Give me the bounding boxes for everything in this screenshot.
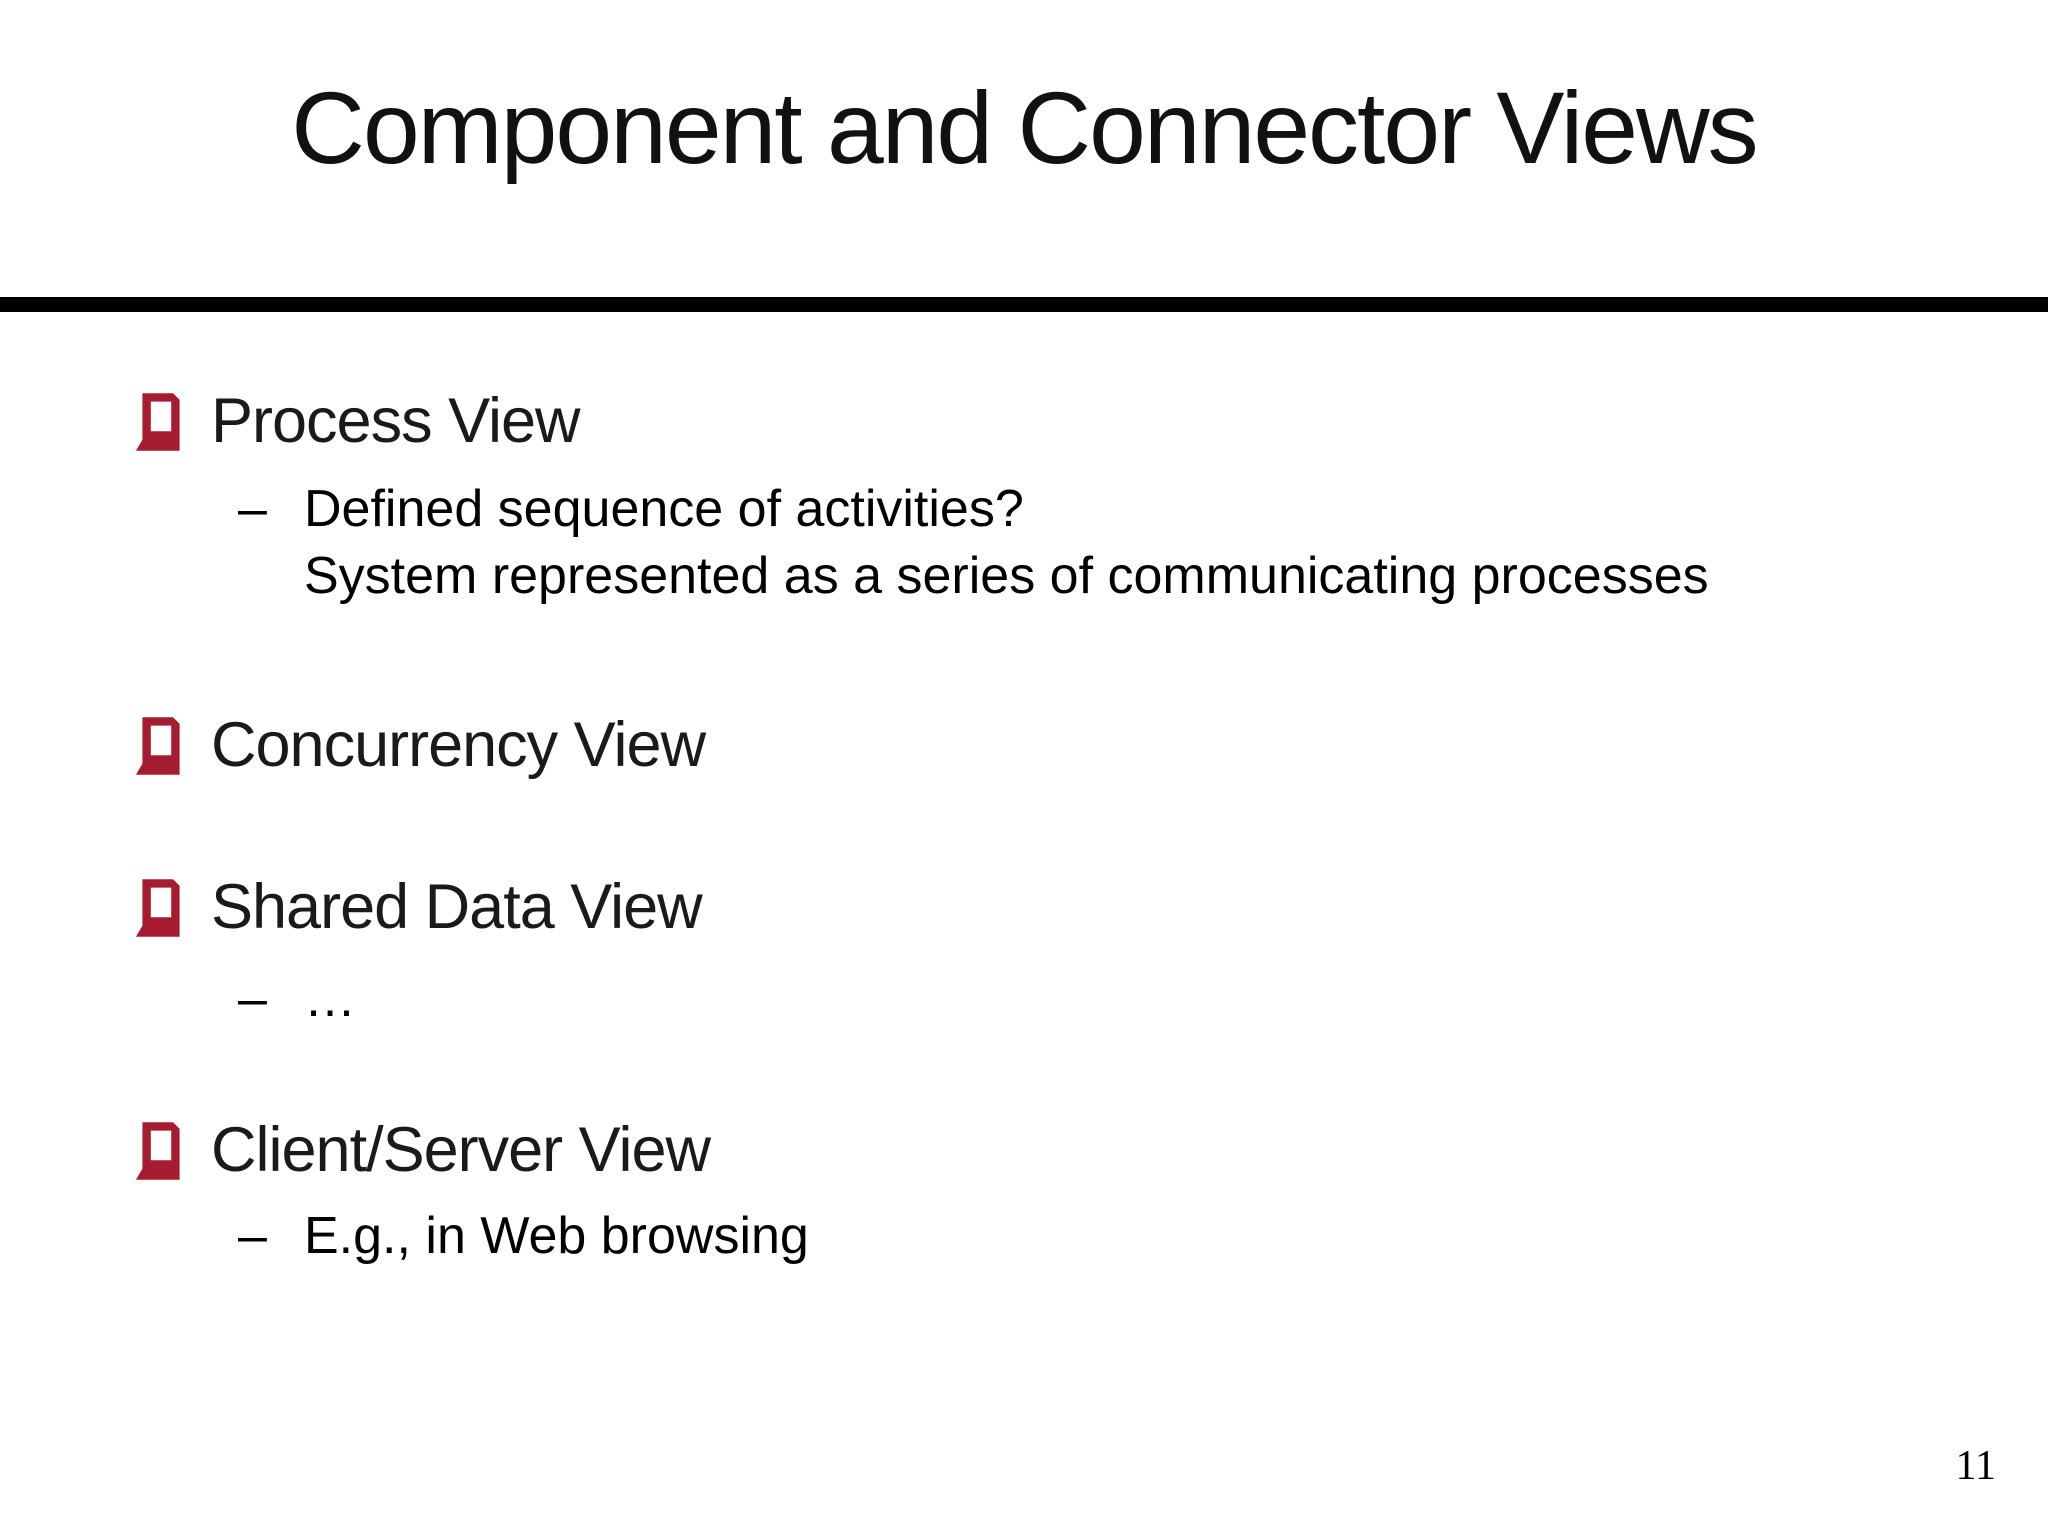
bullet-list: Process View – Defined sequence of activ… xyxy=(135,372,1998,1270)
sub-bullet-line: E.g., in Web browsing xyxy=(304,1207,809,1265)
shadowed-square-icon xyxy=(135,717,180,775)
bullet-item-client-server-view: Client/Server View xyxy=(135,1115,1998,1185)
bullet-label: Client/Server View xyxy=(211,1115,711,1185)
sub-bullet: – E.g., in Web browsing xyxy=(135,1203,1998,1270)
page-number: 11 xyxy=(1955,1443,1996,1489)
bullet-item-shared-data-view: Shared Data View xyxy=(135,872,1998,942)
shadowed-square-icon xyxy=(135,879,180,937)
page-title: Component and Connector Views xyxy=(291,71,1758,185)
bullet-label: Process View xyxy=(211,386,580,456)
sub-bullet-text: E.g., in Web browsing xyxy=(304,1203,809,1270)
shadowed-square-icon xyxy=(135,393,180,451)
dash-marker: – xyxy=(238,480,267,538)
bullet-item-process-view: Process View xyxy=(135,386,1998,456)
dash-marker: – xyxy=(238,1207,267,1265)
bullet-label: Shared Data View xyxy=(211,872,703,942)
dash-marker: – xyxy=(238,970,267,1028)
sub-bullet-text: Defined sequence of activities? System r… xyxy=(304,476,1709,610)
sub-bullet: – … xyxy=(135,966,1998,1033)
shadowed-square-icon xyxy=(135,1122,180,1180)
sub-bullet-line: Defined sequence of activities? xyxy=(304,480,1024,538)
bullet-item-concurrency-view: Concurrency View xyxy=(135,710,1998,780)
sub-bullet-text: … xyxy=(304,966,356,1033)
sub-bullet-line: System represented as a series of commun… xyxy=(304,547,1709,605)
bullet-label: Concurrency View xyxy=(211,710,706,780)
sub-bullet-line: … xyxy=(304,970,356,1028)
title-divider xyxy=(0,297,2048,312)
sub-bullet: – Defined sequence of activities? System… xyxy=(135,476,1998,610)
